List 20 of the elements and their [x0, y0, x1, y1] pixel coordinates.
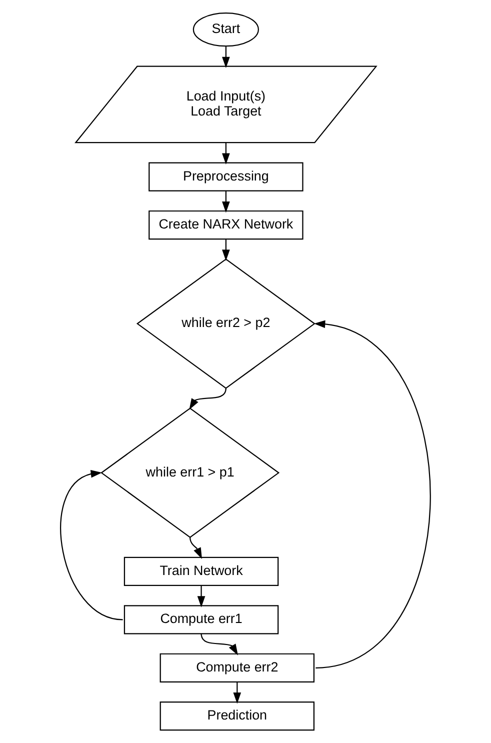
arrow — [222, 142, 230, 164]
node-box: Compute err1 — [124, 605, 279, 634]
arrow — [60, 470, 123, 620]
node-box: Compute err2 — [160, 653, 315, 682]
arrow — [222, 190, 230, 213]
arrow — [222, 46, 230, 68]
node-box: Preprocessing — [148, 162, 304, 192]
arrow — [222, 239, 230, 261]
node-diamond: while err2 > p2 — [136, 258, 316, 389]
arrow — [197, 585, 206, 608]
arrow — [190, 537, 202, 559]
node-box: Create NARX Network — [148, 210, 304, 240]
arrow — [189, 388, 226, 410]
arrow — [200, 634, 238, 656]
node-box: Prediction — [160, 702, 315, 731]
node-diamond: while err1 > p1 — [100, 408, 280, 538]
node-ellipse: Start — [192, 12, 259, 47]
node-box: Train Network — [124, 556, 279, 586]
arrow — [314, 320, 431, 668]
arrow — [233, 682, 242, 704]
